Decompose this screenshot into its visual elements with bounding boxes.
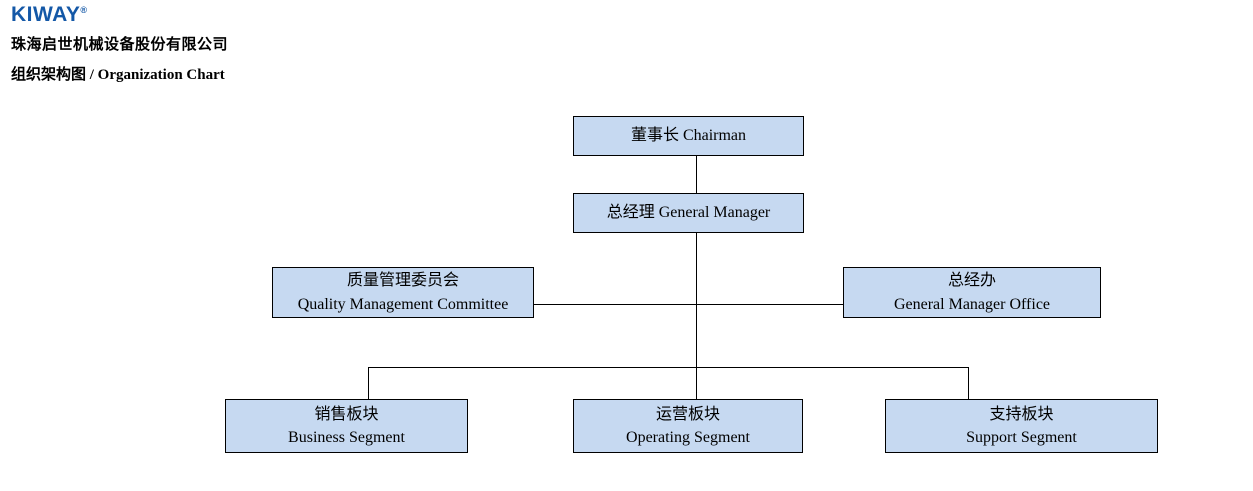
connector-gm-trunk: [696, 233, 697, 399]
registered-trademark-mark: ®: [80, 5, 88, 15]
org-node-quality-management-committee: 质量管理委员会 Quality Management Committee: [272, 267, 534, 318]
kiway-logo-text: KIWAY: [11, 3, 81, 26]
node-label-en: Operating Segment: [626, 429, 750, 446]
connector-drop-business: [368, 367, 369, 399]
node-label-zh: 运营板块: [655, 405, 720, 423]
org-node-chairman: 董事长 Chairman: [573, 116, 804, 156]
org-node-general-manager: 总经理 General Manager: [573, 193, 804, 233]
node-label: 董事长 Chairman: [630, 127, 747, 145]
node-label-en: Quality Management Committee: [297, 295, 509, 313]
kiway-logo: KIWAY®: [11, 3, 88, 27]
org-node-operating-segment: 运营板块 Operating Segment: [573, 399, 803, 453]
node-label-zh: 销售板块: [314, 405, 379, 423]
node-label-zh: 质量管理委员会: [346, 272, 459, 290]
node-label-en: Business Segment: [288, 429, 405, 446]
org-node-general-manager-office: 总经办 General Manager Office: [843, 267, 1101, 318]
node-label-zh: 支持板块: [989, 405, 1054, 423]
connector-segments-rail: [368, 367, 968, 368]
connector-qmc-gmo: [534, 304, 843, 305]
node-label-en: General Manager Office: [893, 295, 1051, 313]
node-label-en: Support Segment: [966, 429, 1077, 446]
connector-drop-support: [968, 367, 969, 399]
node-label-zh: 总经办: [947, 272, 996, 290]
page-title: 组织架构图 / Organization Chart: [11, 67, 225, 83]
node-label: 总经理 General Manager: [606, 204, 771, 222]
org-node-support-segment: 支持板块 Support Segment: [885, 399, 1158, 453]
company-name: 珠海启世机械设备股份有限公司: [11, 36, 229, 53]
connector-chairman-to-gm: [696, 156, 697, 193]
org-node-business-segment: 销售板块 Business Segment: [225, 399, 468, 453]
